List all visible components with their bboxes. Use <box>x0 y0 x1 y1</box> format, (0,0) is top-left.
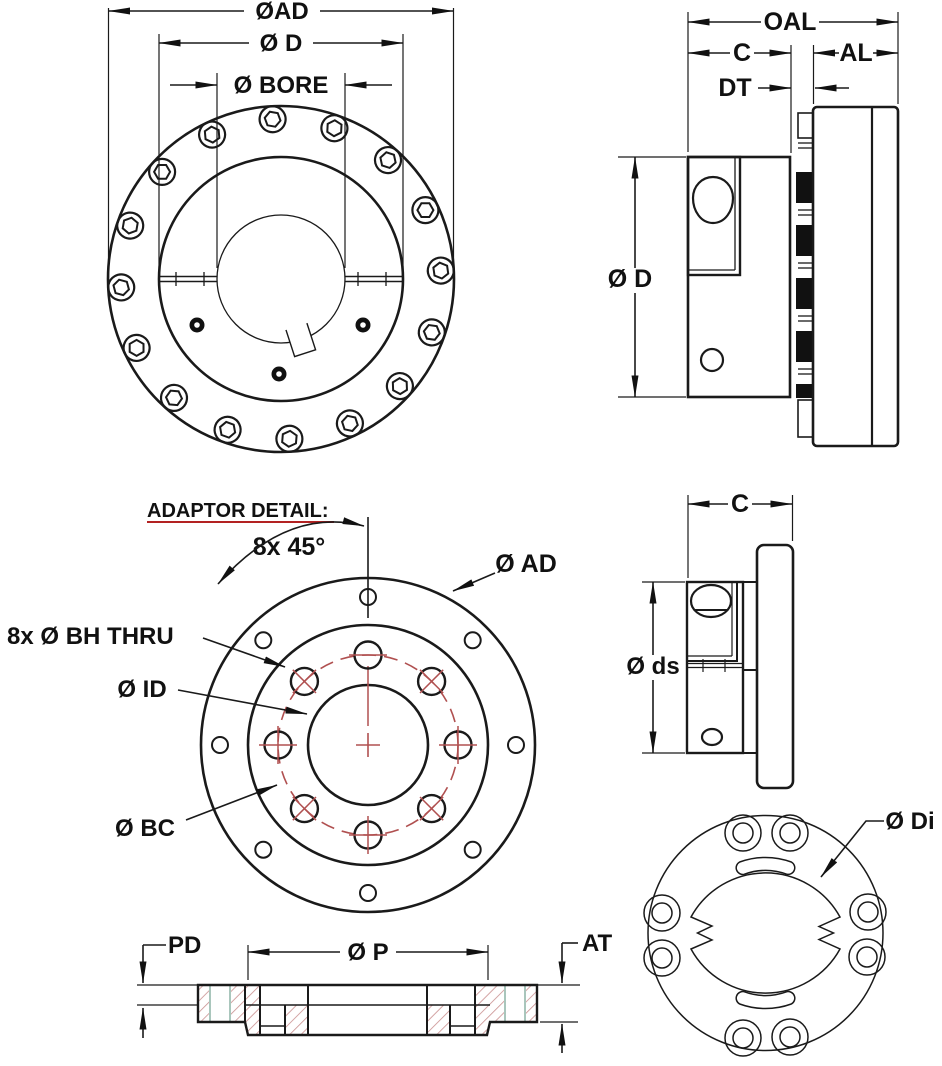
center-cross <box>356 733 380 757</box>
hub-split-line <box>159 272 403 286</box>
adaptor-plate-outline <box>811 105 900 448</box>
disc-inner-profile <box>689 872 842 994</box>
adaptor-section-view: PD Ø P AT <box>137 930 613 1053</box>
disc-grommets <box>643 814 887 1057</box>
disc-slot-bottom <box>735 990 796 1010</box>
dim-label-hole-angle: 8x 45° <box>253 533 326 561</box>
dim-label-bolt-holes: 8x Ø BH THRU <box>7 623 174 650</box>
dim-p: Ø P <box>247 939 489 980</box>
disc-outer-circle <box>647 814 884 1052</box>
dim-at: AT <box>537 930 613 1053</box>
hub-keyway-boss <box>686 155 742 277</box>
dim-od: Ø D <box>158 30 404 282</box>
dim-c-adaptor: C <box>687 490 794 578</box>
small-hole-side <box>700 727 724 747</box>
hub-circle <box>157 155 405 403</box>
dim-label-od: Ø D <box>260 30 303 57</box>
dim-label-p: Ø P <box>347 939 388 966</box>
detail-labels: 8x 45° Ø AD 8x Ø BH THRU Ø ID Ø BC <box>7 517 557 842</box>
dim-label-bore: Ø BORE <box>234 72 329 99</box>
clamp-screw-holes <box>189 317 371 382</box>
dim-al: AL <box>812 39 899 104</box>
dim-label-id: Ø ID <box>117 676 166 703</box>
dim-label-c: C <box>733 39 751 67</box>
front-view: ØAD Ø D Ø BORE <box>104 0 459 459</box>
adaptor-detail-heading: ADAPTOR DETAIL: <box>147 500 328 522</box>
dim-label-ds: Ø ds <box>626 653 679 680</box>
dim-ds: Ø ds <box>626 581 685 754</box>
dim-label-pd: PD <box>168 932 201 959</box>
dim-label-oad: ØAD <box>255 0 308 25</box>
dim-label-adaptor-od: Ø AD <box>495 550 557 578</box>
dim-oal: OAL <box>687 8 899 152</box>
dim-label-at: AT <box>582 930 613 957</box>
dim-c-side: C <box>687 39 792 153</box>
dim-oad: ØAD <box>107 0 455 282</box>
keyway-notch <box>285 322 317 358</box>
adaptor-middle-circle <box>246 623 490 867</box>
disc-pack-view: Ø Di <box>643 808 935 1057</box>
dim-pd: PD <box>137 932 201 1038</box>
setscrew-hole-side <box>689 583 733 619</box>
dim-label-di: Ø Di <box>885 808 934 835</box>
setscrew-hole <box>691 175 735 225</box>
adaptor-detail-view: ADAPTOR DETAIL: <box>7 500 557 914</box>
dim-label-dt: DT <box>718 74 751 102</box>
dim-label-bc: Ø BC <box>115 815 175 842</box>
adaptor-side-view: C Ø ds <box>626 490 795 790</box>
dim-dt: DT <box>718 74 849 102</box>
adaptor-plate-side <box>755 543 795 790</box>
dim-label-al: AL <box>839 39 872 67</box>
dim-label-c-adaptor: C <box>731 490 749 518</box>
disc-slot-top <box>735 856 796 876</box>
disc-pack-section <box>796 112 814 438</box>
bolt-holes <box>259 640 477 854</box>
outer-holes <box>211 588 525 902</box>
dim-di: Ø Di <box>820 808 935 878</box>
hub-small-hole <box>699 347 725 373</box>
dim-label-od-side: Ø D <box>608 265 652 293</box>
side-view-assembled: OAL C AL DT Ø D <box>605 8 900 448</box>
section-outline <box>196 983 539 1037</box>
dim-label-oal: OAL <box>764 8 817 36</box>
dim-bore: Ø BORE <box>170 72 392 268</box>
dim-od-side: Ø D <box>605 156 686 398</box>
bore-circle <box>216 214 346 344</box>
